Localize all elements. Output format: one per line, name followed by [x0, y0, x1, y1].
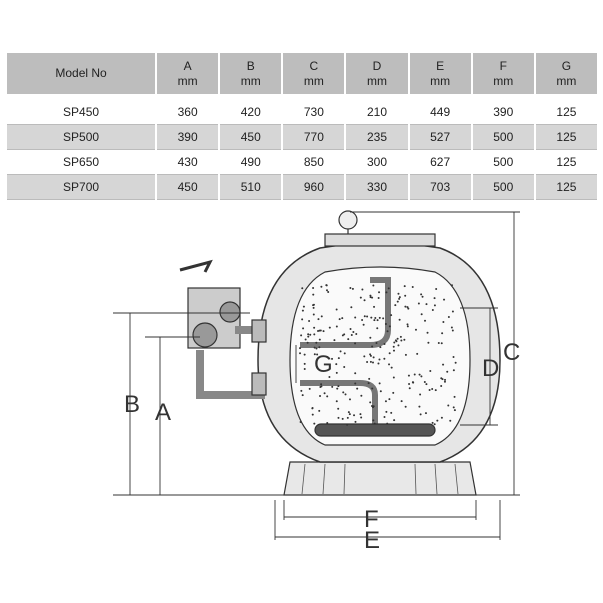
header-unit: mm [430, 73, 451, 88]
value-cell: 450 [157, 175, 219, 200]
header-unit: mm [493, 73, 514, 88]
label-a: A [155, 399, 171, 426]
label-f: F [364, 506, 379, 533]
header-unit: mm [240, 73, 261, 88]
model-cell: SP450 [7, 100, 156, 125]
value-cell: 850 [283, 150, 345, 175]
laterals [314, 423, 436, 437]
model-cell: SP650 [7, 150, 156, 175]
model-cell: SP500 [7, 125, 156, 150]
label-c: C [503, 339, 520, 366]
label-d: D [482, 355, 499, 382]
value-cell: 125 [535, 125, 597, 150]
value-cell: 703 [409, 175, 471, 200]
value-cell: 500 [472, 150, 534, 175]
value-cell: 390 [157, 125, 219, 150]
header-label: A [183, 58, 192, 73]
value-cell: 125 [535, 150, 597, 175]
value-cell: 500 [472, 175, 534, 200]
header-label: B [246, 58, 255, 73]
value-cell: 300 [346, 150, 408, 175]
tank-window [289, 266, 471, 446]
value-cell: 770 [283, 125, 345, 150]
valve-pipe [196, 350, 265, 399]
value-cell: 210 [346, 100, 408, 125]
internal-pipe-bottom [300, 380, 378, 430]
tank-lid [324, 233, 436, 247]
internal-pipe-top [300, 277, 391, 348]
value-cell: 330 [346, 175, 408, 200]
header-unit: mm [367, 73, 387, 88]
header-label: E [436, 58, 445, 73]
value-cell: 527 [409, 125, 471, 150]
model-cell: SP700 [7, 175, 156, 200]
filter-media [299, 284, 457, 426]
tank-base [283, 461, 477, 496]
value-cell: 125 [535, 175, 597, 200]
header-label: D [372, 58, 382, 73]
value-cell: 430 [157, 150, 219, 175]
filter-diagram: B A G D C F E [113, 210, 520, 554]
header-label: F [499, 58, 507, 73]
value-cell: 360 [157, 100, 219, 125]
value-cell: 490 [220, 150, 282, 175]
value-cell: 960 [283, 175, 345, 200]
pressure-gauge [338, 210, 358, 230]
value-cell: 450 [220, 125, 282, 150]
dimension-lines [113, 211, 520, 540]
value-cell: 125 [535, 100, 597, 125]
value-cell: 500 [472, 125, 534, 150]
header-label: G [561, 58, 572, 73]
label-g: G [314, 351, 333, 378]
value-cell: 627 [409, 150, 471, 175]
value-cell: 420 [220, 100, 282, 125]
value-cell: 449 [409, 100, 471, 125]
label-e: E [364, 527, 380, 554]
value-cell: 390 [472, 100, 534, 125]
value-cell: 510 [220, 175, 282, 200]
header-model: Model No [7, 53, 156, 100]
valve-handle [179, 259, 213, 273]
header-label: C [309, 58, 319, 73]
header-unit: mm [177, 73, 198, 88]
value-cell: 235 [346, 125, 408, 150]
label-b: B [124, 391, 140, 418]
header-unit: mm [303, 73, 324, 88]
value-cell: 730 [283, 100, 345, 125]
header-unit: mm [556, 73, 577, 88]
